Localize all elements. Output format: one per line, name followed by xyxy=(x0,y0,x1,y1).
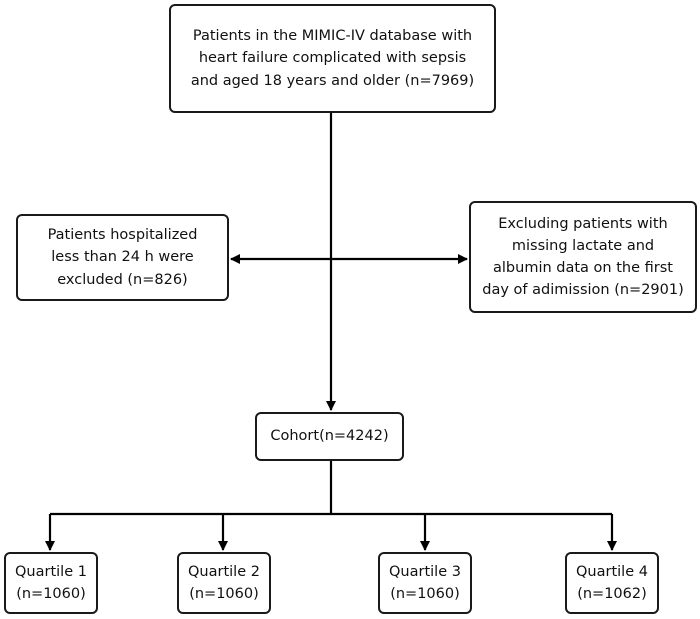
exclusion-missing-data-line-1: Excluding patients with xyxy=(498,215,668,232)
exclusion-hospitalization-line-2: less than 24 h were xyxy=(51,249,194,266)
quartile-1-box: Quartile 1 (n=1060) xyxy=(4,552,98,614)
exclusion-hospitalization-line-1: Patients hospitalized xyxy=(47,227,198,244)
quartile-4-label: Quartile 4 xyxy=(576,563,648,580)
source-population-line-3: and aged 18 years and older (n=7969) xyxy=(190,72,475,89)
exclusion-missing-data-line-2: missing lactate and xyxy=(511,237,655,254)
quartile-1-label: Quartile 1 xyxy=(15,563,87,580)
quartile-1-count: (n=1060) xyxy=(16,586,86,602)
exclusion-missing-data-box: Excluding patients with missing lactate … xyxy=(469,201,697,313)
exclusion-hospitalization-line-3: excluded (n=826) xyxy=(57,271,188,288)
source-population-line-1: Patients in the MIMIC-IV database with xyxy=(192,28,473,45)
quartile-2-label: Quartile 2 xyxy=(188,563,260,580)
quartile-3-count: (n=1060) xyxy=(390,586,460,602)
quartile-2-count: (n=1060) xyxy=(189,586,259,602)
cohort-box: Cohort(n=4242) xyxy=(255,412,404,461)
quartile-4-box: Quartile 4 (n=1062) xyxy=(565,552,659,614)
quartile-3-box: Quartile 3 (n=1060) xyxy=(378,552,472,614)
quartile-3-label: Quartile 3 xyxy=(389,563,461,580)
source-population-box: Patients in the MIMIC-IV database with h… xyxy=(169,4,496,113)
exclusion-missing-data-line-3: albumin data on the first xyxy=(493,260,673,276)
exclusion-hospitalization-box: Patients hospitalized less than 24 h wer… xyxy=(16,214,229,301)
quartile-2-box: Quartile 2 (n=1060) xyxy=(177,552,271,614)
quartile-4-count: (n=1062) xyxy=(577,586,647,602)
source-population-line-2: heart failure complicated with sepsis xyxy=(198,50,467,67)
cohort-label: Cohort(n=4242) xyxy=(270,428,389,445)
exclusion-missing-data-line-4: day of adimission (n=2901) xyxy=(482,282,684,299)
